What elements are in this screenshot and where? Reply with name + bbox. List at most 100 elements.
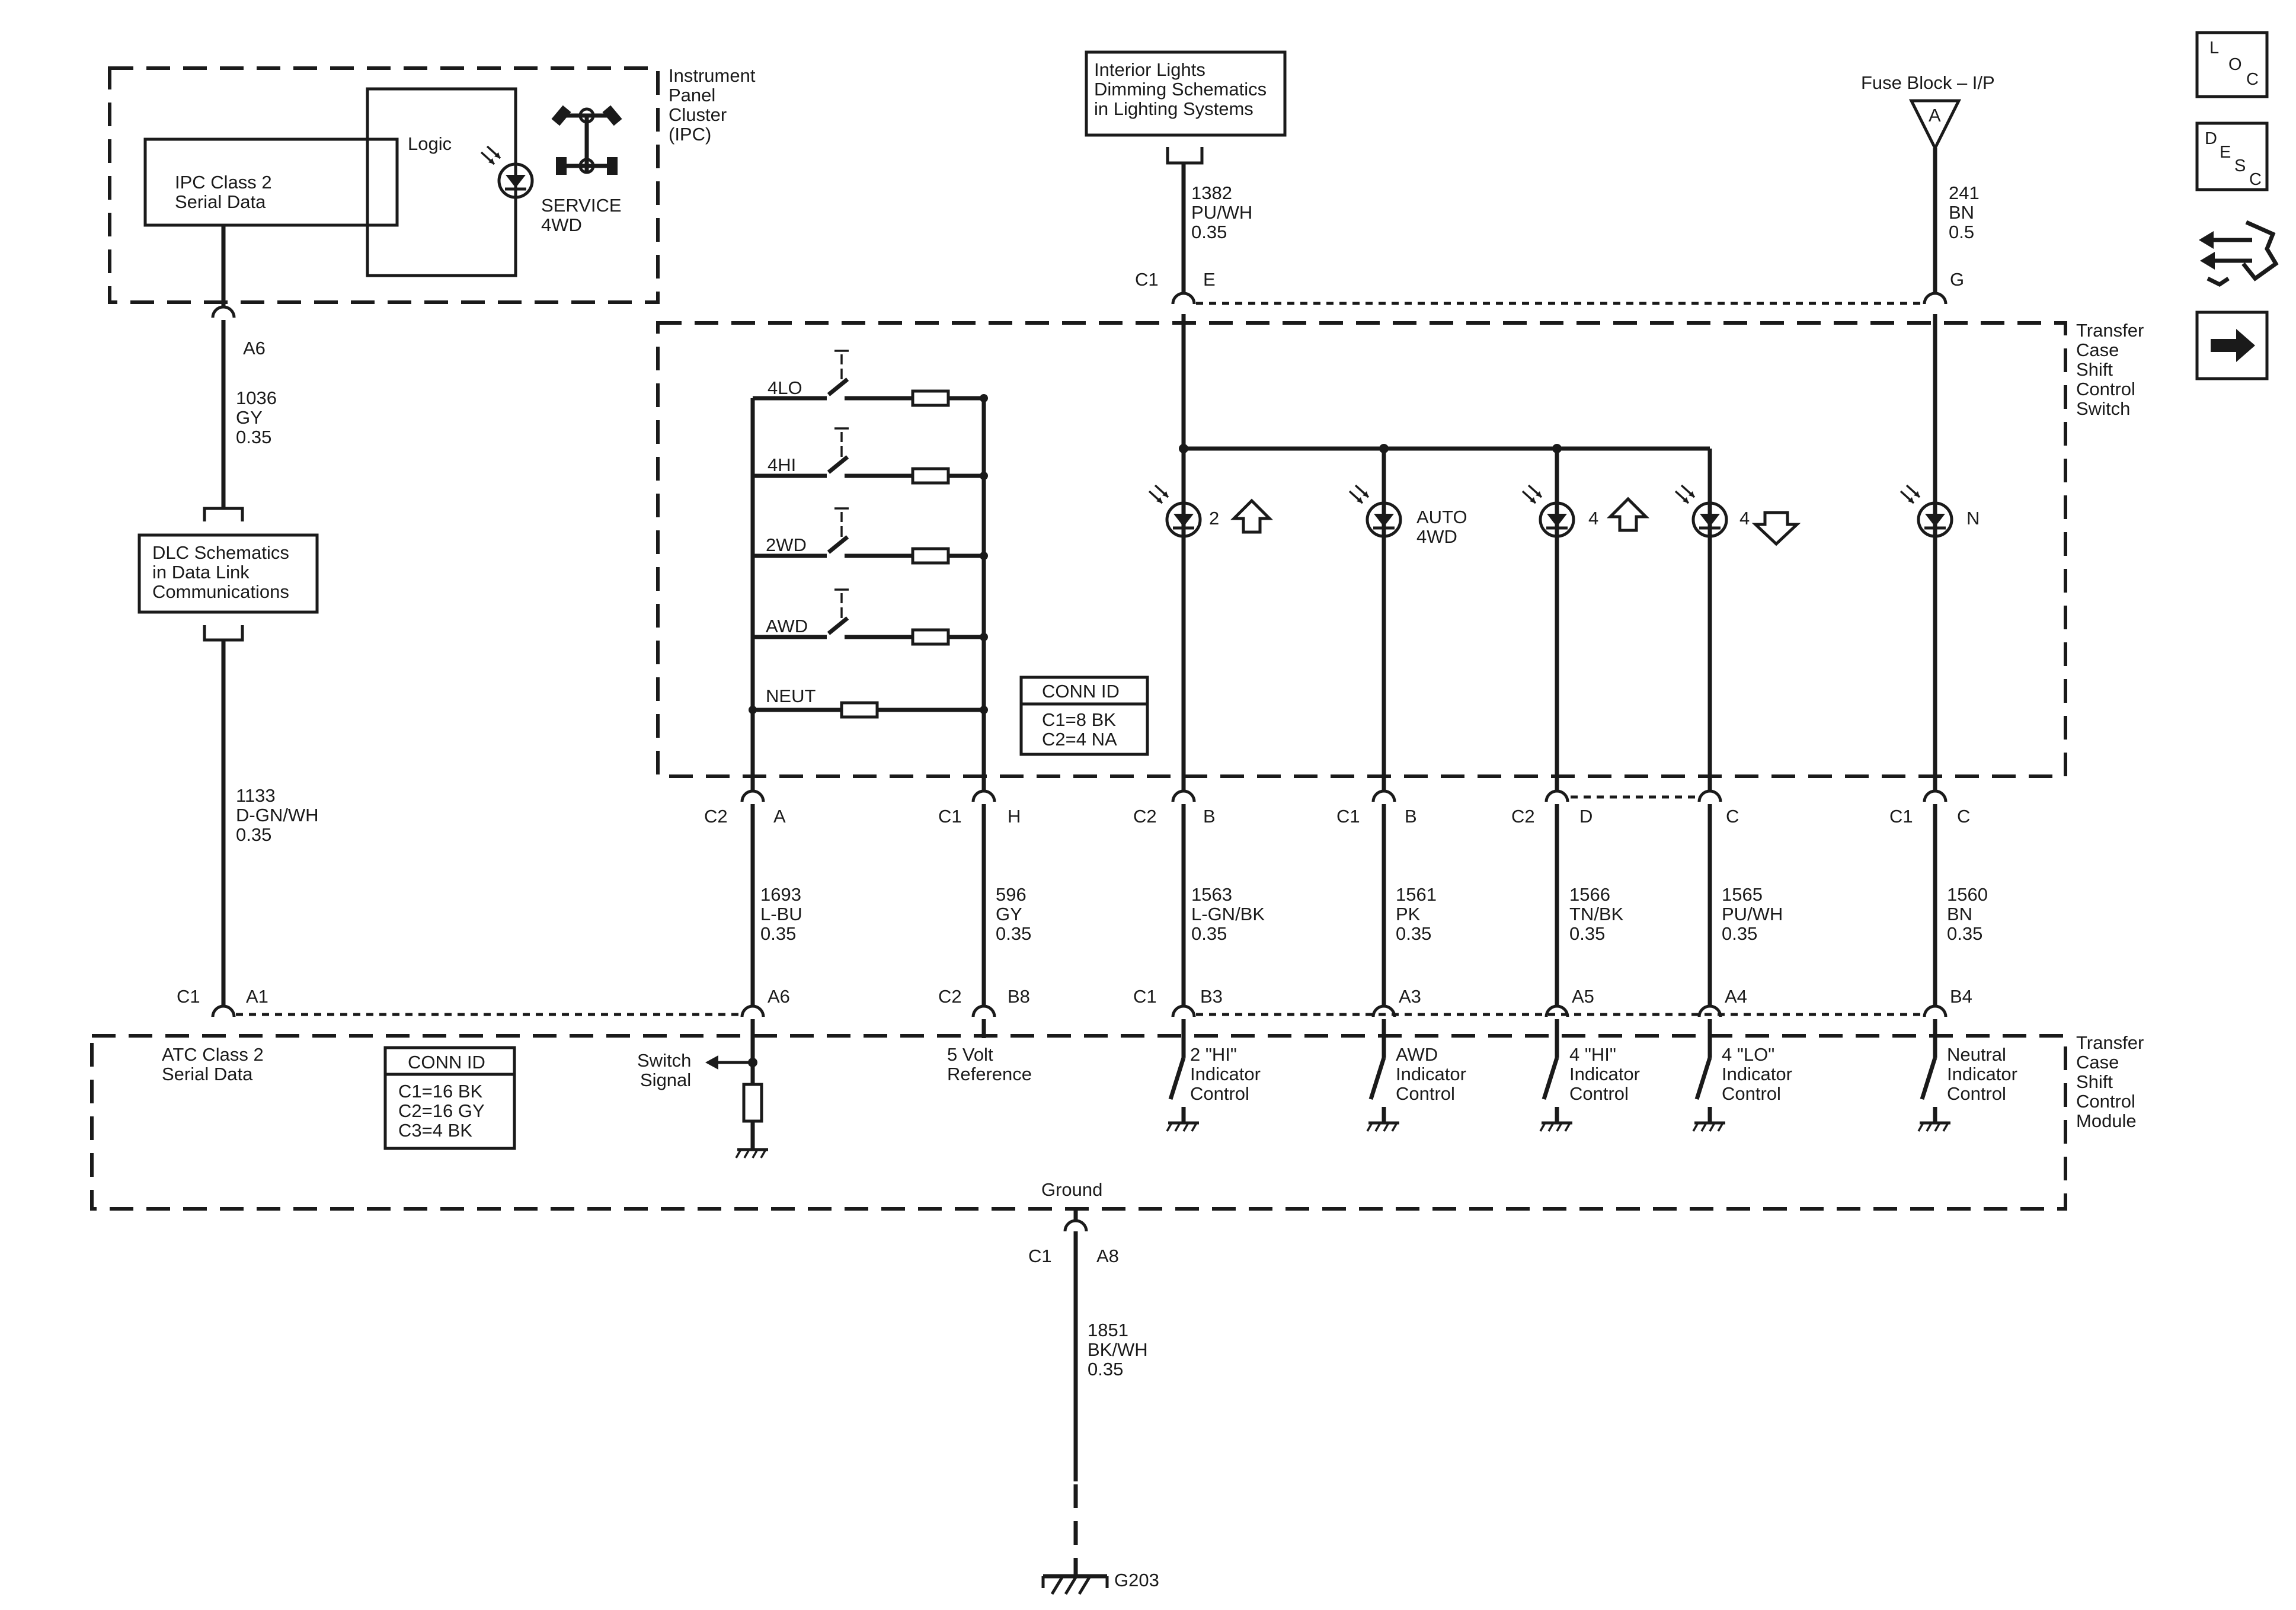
sw-b1-pin: B [1203,806,1216,827]
desc-d: D [2205,129,2217,148]
wire-1561-gauge: 0.35 [1396,923,1431,944]
interior-lights-line2: Dimming Schematics [1094,79,1267,100]
indicator-4lo-lamp-icon [1675,485,1726,536]
sw-top-e-pin: E [1203,269,1216,290]
up-arrow-2hi-icon [1230,498,1274,534]
wire-1382-num: 1382 [1191,183,1232,203]
switch-row-neut: NEUT [753,686,984,719]
sw-c1-pin: C [1726,806,1739,827]
indicator-2hi-lamp-icon [1149,485,1200,536]
tcsm-line3: Shift [2076,1071,2113,1092]
conn-id-module: CONN ID C1=16 BK C2=16 GY C3=4 BK [383,1046,516,1150]
wire-1565-color: PU/WH [1722,904,1783,924]
sw-h-pin: H [1008,806,1021,827]
dlc-box[interactable] [137,533,319,614]
switch-awd-label: AWD [766,616,808,636]
desc-e: E [2220,143,2231,162]
ctrl-neutral-line3: Control [1947,1083,2006,1104]
ctrl-4hi: 4 "HI" Indicator Control [1540,1019,1640,1131]
interior-lights-line3: in Lighting Systems [1094,98,1253,119]
wire-1851-gauge: 0.35 [1088,1359,1123,1379]
fuse-block-label: Fuse Block – I/P [1861,72,1995,93]
ground-circuit: C1 A8 1851 BK/WH 0.35 G203 [1028,1209,1159,1595]
ipc-class2-line2: Serial Data [175,191,266,212]
wire-1566-gauge: 0.35 [1569,923,1605,944]
indicator-auto4wd-line1: AUTO [1416,507,1467,527]
tcss-line1: Transfer [2076,320,2144,341]
dlc-line2: in Data Link [152,562,250,582]
loc-o: O [2228,55,2242,74]
wire-1560-color: BN [1947,904,1972,924]
five-volt-line2: Reference [947,1064,1032,1084]
wire-1851-color: BK/WH [1088,1339,1148,1360]
sw-d-pin: D [1579,806,1593,827]
wire-1560-num: 1560 [1947,884,1988,905]
wire-1563-gauge: 0.35 [1191,923,1227,944]
conn-id-switch-title: CONN ID [1042,681,1120,702]
wire-1851-num: 1851 [1088,1320,1128,1340]
conn-id-module-title: CONN ID [408,1052,485,1073]
desc-icon[interactable]: D E S C [2195,121,2269,191]
loc-l: L [2209,39,2219,57]
sw-top-g-pin: G [1950,269,1964,290]
nav-icons: L O C D E S C [2195,31,2279,380]
ipc-name-line3: Cluster [669,104,727,125]
indicator-auto4wd-lamp-icon [1350,485,1400,536]
wire-241-num: 241 [1949,183,1980,203]
wire-1566-num: 1566 [1569,884,1610,905]
conn-id-module-line3: C3=4 BK [398,1120,472,1141]
tcss-line5: Switch [2076,398,2130,419]
ctrl-4lo-line2: Indicator [1722,1064,1792,1084]
transfer-case-shift-control-module: Transfer Case Shift Control Module ATC C… [90,1019,2144,1211]
desc-c: C [2249,170,2262,189]
indicator-4hi-lamp-icon [1523,485,1574,536]
wire-1133-gauge: 0.35 [236,824,271,845]
five-volt-line1: 5 Volt [947,1044,993,1065]
switch-row-2wd: 2WD [753,507,984,565]
conn-id-switch: CONN ID C1=8 BK C2=4 NA [1019,676,1149,756]
fuse-block: Fuse Block – I/P A 241 BN 0.5 [1861,72,1995,293]
sw-b2-conn: C1 [1336,806,1360,827]
switch-row-awd: AWD [753,588,984,646]
switch-bottom-connectors: C2 A C1 H C2 B C1 B C2 D C C1 C [704,791,1970,827]
wire-1560-gauge: 0.35 [1947,923,1982,944]
m-a8-pin: A8 [1096,1246,1119,1266]
m-b3-pin: B3 [1200,986,1223,1007]
sw-a-conn: C2 [704,806,728,827]
ipc-block: IPC Class 2 Serial Data Logic SERVICE 4W… [108,65,756,304]
ipc-name-line4: (IPC) [669,124,711,145]
interior-lights-box[interactable] [1085,50,1287,137]
ground-g203-label: G203 [1114,1570,1159,1590]
down-arrow-4lo-icon [1751,511,1801,546]
wire-1382-color: PU/WH [1191,202,1252,223]
wire-1382-gauge: 0.35 [1191,222,1227,242]
service-4wd-lamp-icon [481,146,532,197]
fuse-block-pin: A [1929,105,1941,126]
mid-wires: 1693 L-BU 0.35 596 GY 0.35 1563 L-GN/BK … [750,804,1988,1006]
tcsm-line4: Control [2076,1091,2135,1112]
indicator-auto4wd-line2: 4WD [1416,526,1457,547]
ipc-a6-pin: A6 [243,338,266,359]
sw-h-conn: C1 [938,806,962,827]
ctrl-2hi-line3: Control [1190,1083,1249,1104]
desc-s: S [2234,156,2246,175]
wire-1561-color: PK [1396,904,1421,924]
switch-signal-arrow-icon [705,1055,718,1070]
ctrl-neutral-line2: Indicator [1947,1064,2017,1084]
switch-4hi-label: 4HI [768,454,796,475]
conn-id-switch-line2: C2=4 NA [1042,729,1117,750]
conn-id-module-line2: C2=16 GY [398,1100,485,1121]
sw-a-pin: A [773,806,786,827]
dlc-line1: DLC Schematics [152,542,289,563]
next-arrow-icon[interactable] [2195,311,2269,380]
wire-1565-num: 1565 [1722,884,1763,905]
loc-icon[interactable]: L O C [2195,31,2269,98]
sw-d-conn: C2 [1511,806,1535,827]
wire-1693-gauge: 0.35 [760,923,796,944]
sw-c2-conn: C1 [1889,806,1913,827]
module-top-connectors: C1 A1 A6 C2 B8 C1 B3 A3 A5 A4 B4 [177,986,1972,1017]
wire-1565-gauge: 0.35 [1722,923,1757,944]
up-arrow-4hi-icon [1606,497,1650,532]
harness-connector-icon[interactable] [2199,220,2279,287]
atc-line2: Serial Data [162,1064,253,1084]
